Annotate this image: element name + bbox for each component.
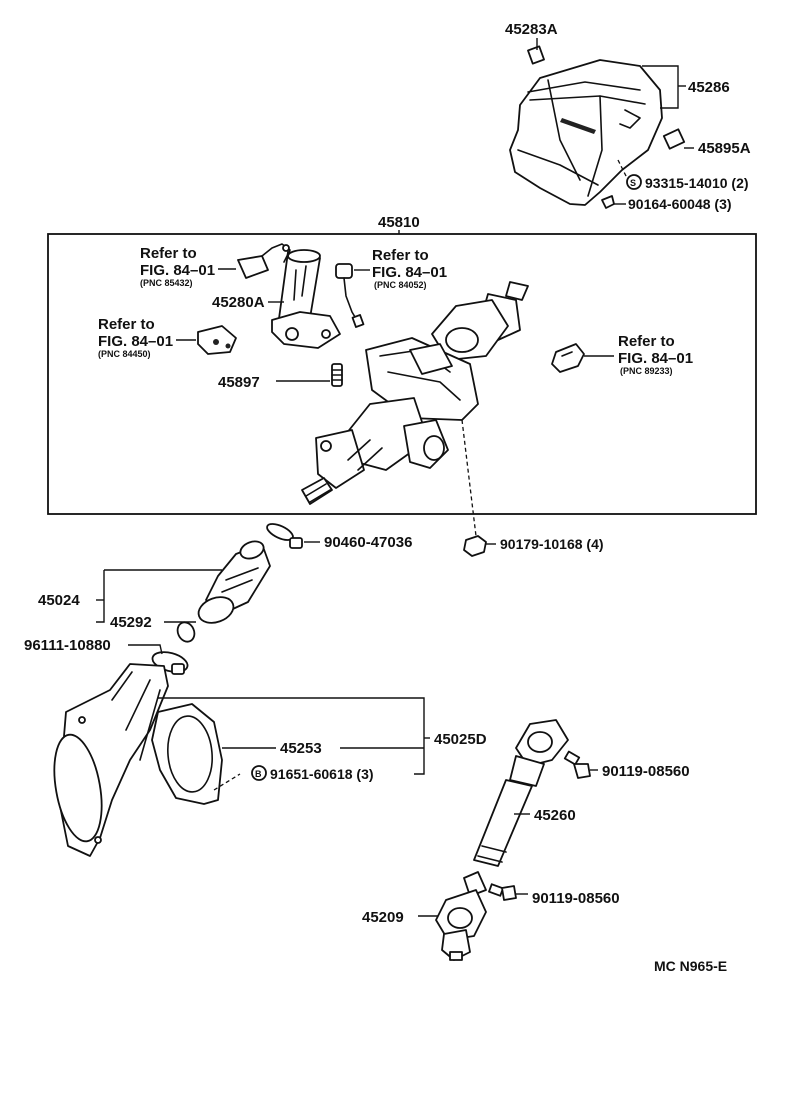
switch-84450-drawing [197, 325, 237, 355]
label-45209: 45209 [362, 909, 404, 926]
label-90460: 90460-47036 [324, 534, 412, 551]
bolt-90119-top-drawing [563, 750, 591, 779]
ref-left-line1: Refer to [98, 316, 155, 333]
label-45895a: 45895A [698, 140, 751, 157]
b-symbol: B [255, 769, 262, 779]
ref-top-mid-line1: Refer to [372, 247, 429, 264]
switch-85432-drawing [237, 243, 291, 279]
column-assy-box [47, 233, 757, 515]
ref-top-left-line1: Refer to [140, 245, 197, 262]
label-45897: 45897 [218, 374, 260, 391]
label-96111: 96111-10880 [24, 637, 111, 654]
ref-right-pnc: (PNC 89233) [620, 366, 673, 376]
label-45286: 45286 [688, 79, 730, 96]
label-45025d: 45025D [434, 731, 487, 748]
sensor-84052-drawing [335, 263, 365, 328]
label-45810: 45810 [378, 214, 420, 231]
label-90119-top: 90119-08560 [602, 763, 690, 780]
ref-top-mid-line2: FIG. 84–01 [372, 264, 447, 281]
universal-joint-45209-drawing [435, 871, 487, 961]
clamp-90460-drawing [266, 523, 303, 549]
label-45292: 45292 [110, 614, 152, 631]
s-symbol-circle [626, 174, 642, 190]
column-cover-drawing [509, 45, 686, 209]
label-45283a: 45283A [505, 21, 558, 38]
lock-housing-45280a-drawing [271, 249, 341, 349]
part-45283a-shape [527, 45, 545, 65]
boot-45025d-drawing [53, 663, 223, 857]
label-90119-bottom: 90119-08560 [532, 890, 620, 907]
shaft-45024-drawing [176, 540, 271, 643]
sensor-89233-drawing [551, 343, 585, 373]
label-91651: 91651-60618 (3) [270, 766, 374, 782]
ref-top-mid-pnc: (PNC 84052) [374, 280, 427, 290]
b-symbol-circle [251, 765, 267, 781]
label-90179: 90179-10168 (4) [500, 536, 604, 552]
ref-top-left-line2: FIG. 84–01 [140, 262, 215, 279]
bolt-90119-bottom-drawing [488, 883, 517, 901]
label-93315: 93315-14010 (2) [645, 175, 749, 191]
diagram-code: MC N965-E [654, 958, 727, 974]
label-45253: 45253 [280, 740, 322, 757]
screw-90164-shape [601, 195, 615, 209]
nut-90179-drawing [463, 535, 487, 557]
part-45895a-shape [662, 128, 686, 150]
s-symbol: S [630, 178, 636, 188]
ref-right-line1: Refer to [618, 333, 675, 350]
label-45024: 45024 [38, 592, 80, 609]
ref-top-left-pnc: (PNC 85432) [140, 278, 193, 288]
ref-left-pnc: (PNC 84450) [98, 349, 151, 359]
ref-left-line2: FIG. 84–01 [98, 333, 173, 350]
ref-right-line2: FIG. 84–01 [618, 350, 693, 367]
bolt-45897-drawing [331, 363, 343, 387]
steering-column-drawing [301, 281, 529, 505]
label-90164: 90164-60048 (3) [628, 196, 732, 212]
label-45260: 45260 [534, 807, 576, 824]
label-45280a: 45280A [212, 294, 265, 311]
intermediate-shaft-45260-drawing [473, 719, 569, 867]
